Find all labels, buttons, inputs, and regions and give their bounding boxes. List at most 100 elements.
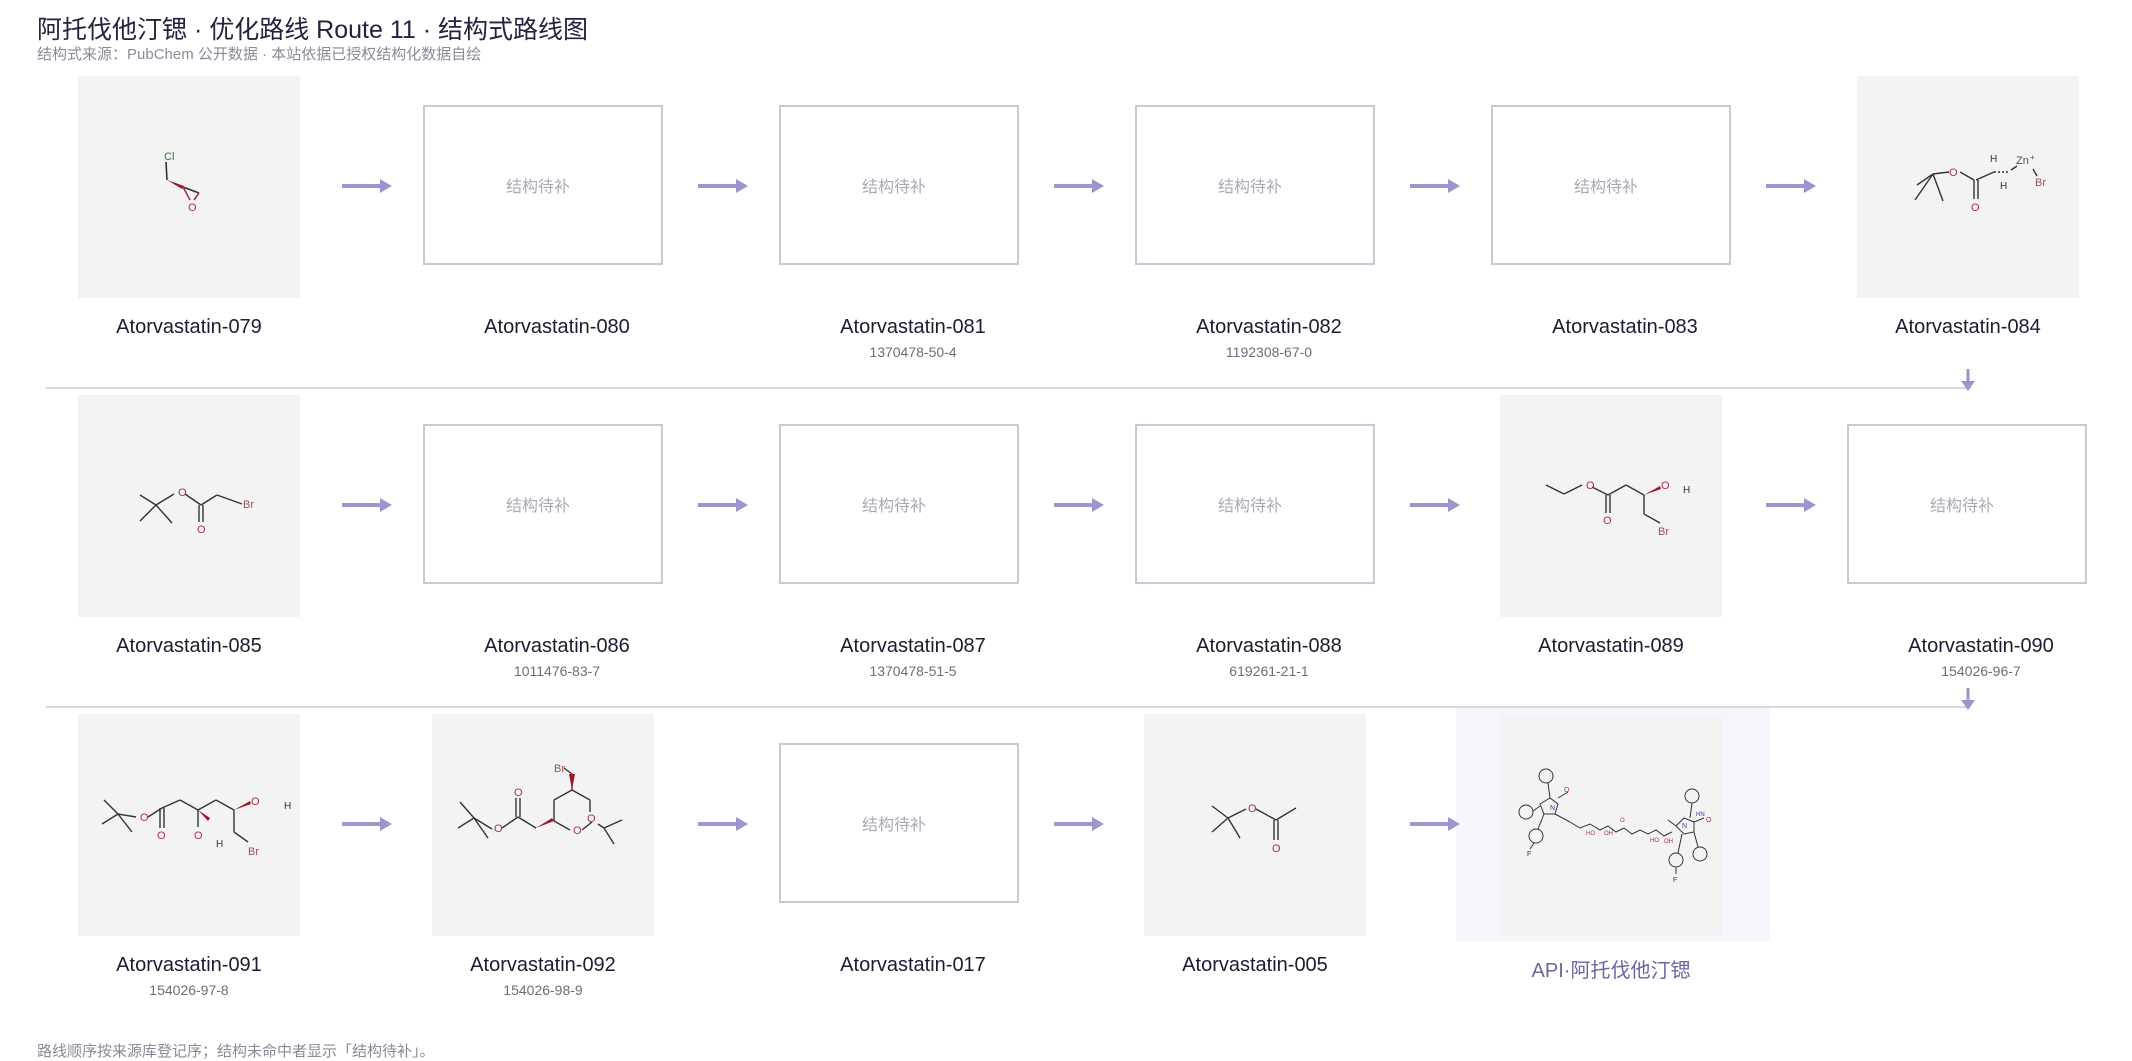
node-name: Atorvastatin-087 (840, 635, 986, 657)
structure-placeholder: 结构待补 (1847, 424, 2087, 584)
node-name: Atorvastatin-091 (116, 954, 262, 976)
svg-text:O: O (1272, 843, 1281, 855)
page-subtitle: 结构式来源：PubChem 公开数据 · 本站依据已授权结构化数据自绘 (37, 46, 482, 63)
svg-text:H: H (284, 801, 291, 812)
node-cas: 1011476-83-7 (513, 663, 601, 679)
svg-text:O: O (1706, 817, 1712, 824)
node-cas: 619261-21-1 (1229, 663, 1309, 679)
svg-text:N: N (1682, 823, 1687, 830)
svg-text:O: O (194, 830, 203, 842)
svg-text:+: + (2030, 153, 2035, 162)
node-cas: 1370478-50-4 (869, 344, 957, 360)
svg-text:O: O (188, 202, 197, 214)
structure-zinc-reagent: O O H H Zn + Br (1914, 153, 2046, 214)
svg-text:H: H (1683, 485, 1690, 496)
page-title: 阿托伐他汀锶 · 优化路线 Route 11 · 结构式路线图 (37, 16, 588, 44)
svg-text:OH: OH (1604, 831, 1613, 837)
arrow-right-icon (1410, 498, 1460, 512)
structure-placeholder: 结构待补 (423, 424, 663, 584)
svg-text:O: O (197, 524, 206, 536)
node-cas: 1370478-51-5 (869, 663, 957, 679)
structure-placeholder: 结构待补 (779, 105, 1019, 265)
node-cas: 1192308-67-0 (1225, 344, 1313, 360)
svg-text:O: O (1603, 515, 1612, 527)
svg-text:O: O (514, 787, 523, 799)
structure-epichlorohydrin: Cl O (164, 151, 200, 214)
node-name: Atorvastatin-083 (1552, 316, 1698, 338)
svg-text:HO: HO (1650, 838, 1659, 844)
svg-text:O: O (178, 487, 187, 499)
svg-text:O: O (1586, 480, 1595, 492)
node-name: Atorvastatin-080 (484, 316, 630, 338)
node-name: Atorvastatin-017 (840, 954, 986, 976)
node-cas: 154026-96-7 (1941, 663, 2021, 679)
structure-panel: O O Br (78, 395, 300, 617)
header: 阿托伐他汀锶 · 优化路线 Route 11 · 结构式路线图 结构式来源：Pu… (37, 14, 588, 64)
svg-text:O: O (251, 796, 260, 808)
arrow-right-icon (1054, 817, 1104, 831)
structure-placeholder: 结构待补 (1491, 105, 1731, 265)
arrow-right-icon (342, 498, 392, 512)
svg-text:H: H (216, 839, 223, 850)
footer-note: 路线顺序按来源库登记序；结构未命中者显示「结构待补」。 (37, 1043, 435, 1060)
svg-text:O: O (1949, 167, 1958, 179)
structure-tbutyl-bromoacetate: O O Br (139, 487, 254, 536)
structure-placeholder: 结构待补 (1135, 424, 1375, 584)
node-name: Atorvastatin-088 (1196, 635, 1342, 657)
structure-panel: O O (1144, 714, 1366, 936)
svg-text:Br: Br (243, 499, 254, 511)
arrow-right-icon (342, 817, 392, 831)
svg-text:Br: Br (2035, 177, 2046, 189)
structure-diol-ester: O O O H O H Br (101, 796, 291, 858)
structure-panel: O O O O Br (432, 714, 654, 936)
node-name: Atorvastatin-005 (1182, 954, 1328, 976)
svg-text:O: O (1248, 803, 1257, 815)
svg-text:HO: HO (1586, 831, 1595, 837)
arrow-right-icon (1054, 498, 1104, 512)
svg-text:O: O (1564, 787, 1570, 794)
structure-placeholder: 结构待补 (779, 743, 1019, 903)
svg-text:H: H (2000, 181, 2007, 192)
node-cas: 154026-97-8 (149, 982, 229, 998)
arrow-right-icon (1766, 179, 1816, 193)
node-name: Atorvastatin-085 (116, 635, 262, 657)
structure-api: O N HO OH O HO OH N HN O F F (1518, 768, 1712, 884)
svg-text:Br: Br (1658, 526, 1669, 538)
structure-panel: Cl O (78, 76, 300, 298)
arrow-down-icon (1961, 369, 1975, 391)
arrow-right-icon (698, 817, 748, 831)
arrow-right-icon (698, 179, 748, 193)
svg-text:F: F (1527, 851, 1531, 858)
svg-text:O: O (573, 825, 582, 837)
row-separator-2 (46, 706, 1971, 708)
structure-ethyl-bromohydroxybutanoate: O O O H Br (1545, 480, 1690, 538)
svg-text:O: O (1620, 818, 1625, 824)
arrow-right-icon (1410, 179, 1460, 193)
svg-text:O: O (587, 813, 596, 825)
svg-text:N: N (1550, 805, 1555, 812)
svg-text:HN: HN (1696, 812, 1705, 818)
svg-text:O: O (1661, 480, 1670, 492)
node-name: Atorvastatin-084 (1895, 316, 2041, 338)
svg-text:H: H (1990, 154, 1997, 165)
node-cas: 154026-98-9 (503, 982, 583, 998)
svg-text:Zn: Zn (2016, 155, 2029, 167)
svg-text:Br: Br (248, 846, 259, 858)
arrow-right-icon (1766, 498, 1816, 512)
svg-text:Cl: Cl (164, 151, 174, 163)
structure-acetonide: O O O O Br (457, 763, 623, 845)
arrow-down-icon (1961, 688, 1975, 710)
node-name: Atorvastatin-090 (1908, 635, 2054, 657)
node-name: Atorvastatin-089 (1538, 635, 1684, 657)
svg-text:O: O (140, 812, 149, 824)
node-name: Atorvastatin-092 (470, 954, 616, 976)
structure-placeholder: 结构待补 (779, 424, 1019, 584)
arrow-right-icon (342, 179, 392, 193)
node-name: Atorvastatin-086 (484, 635, 630, 657)
node-name: Atorvastatin-081 (840, 316, 986, 338)
svg-text:O: O (157, 830, 166, 842)
arrow-right-icon (1410, 817, 1460, 831)
svg-text:O: O (494, 823, 503, 835)
node-name: Atorvastatin-079 (116, 316, 262, 338)
node-name: API·阿托伐他汀锶 (1531, 960, 1691, 982)
